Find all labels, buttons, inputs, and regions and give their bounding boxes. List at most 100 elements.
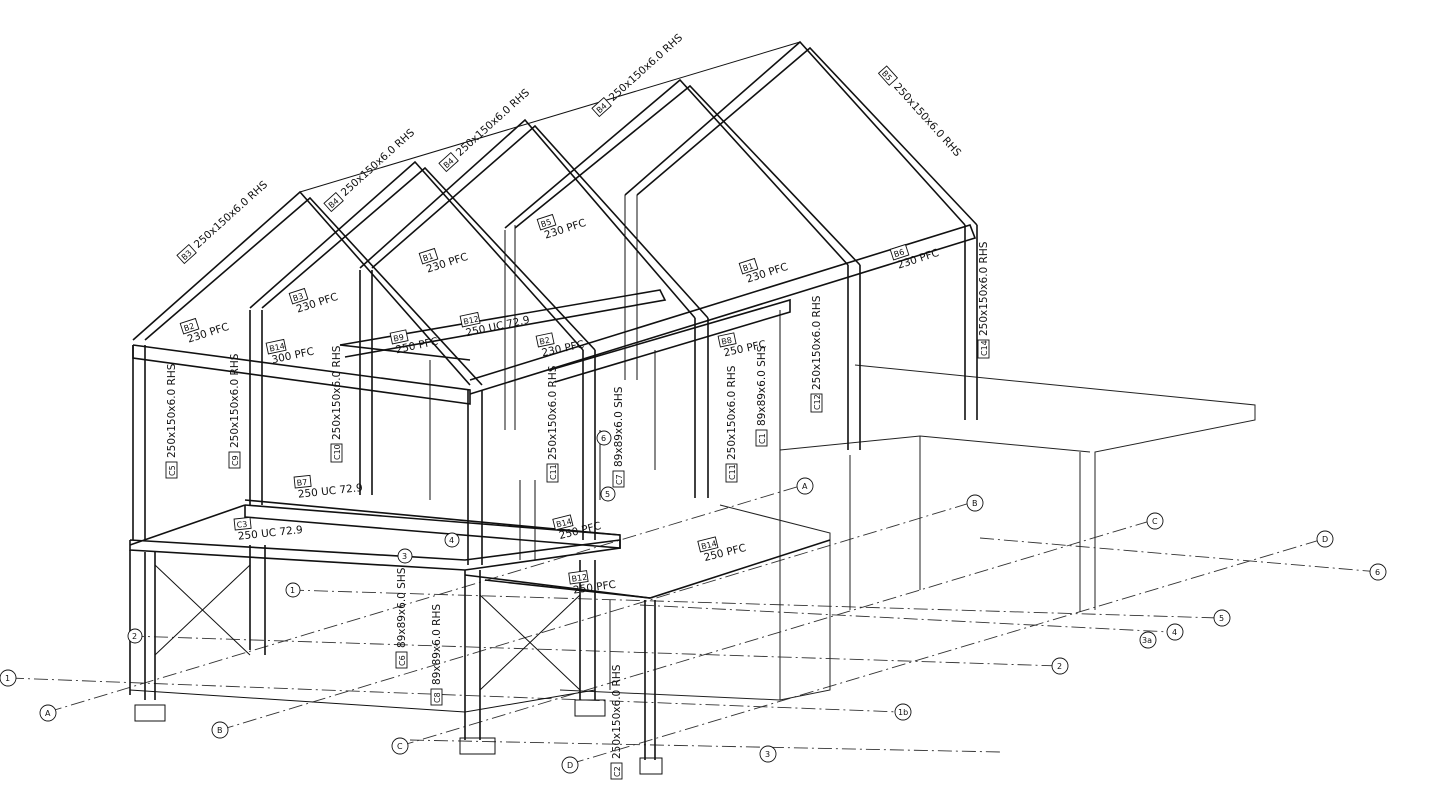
member-label: C11 250x150x6.0 RHS: [725, 365, 738, 483]
svg-text:B9: B9: [393, 333, 405, 344]
svg-text:C5: C5: [168, 465, 177, 476]
svg-text:4: 4: [1172, 628, 1177, 637]
svg-text:C8: C8: [433, 692, 442, 703]
grid-bubble: 2: [1051, 657, 1069, 675]
svg-text:2: 2: [132, 632, 137, 641]
grid-bubble: 6: [1369, 563, 1387, 581]
grid-bubble: B: [211, 721, 229, 739]
grid-bubble: 3a: [1139, 631, 1157, 649]
member-label: C2 250x150x6.0 RHS: [610, 664, 623, 780]
svg-text:B14: B14: [269, 341, 286, 353]
grid-bubble: 1b: [894, 703, 912, 721]
member-label: C12 250x150x6.0 RHS: [810, 295, 823, 413]
member-label: C10 250x150x6.0 RHS: [330, 345, 343, 463]
member-label: C14 250x150x6.0 RHS: [977, 241, 990, 359]
slab-outlines: [559, 364, 1256, 701]
svg-text:C11: C11: [728, 464, 737, 480]
svg-text:250x150x6.0 RHS: 250x150x6.0 RHS: [166, 363, 178, 458]
grid-bubble: 3: [397, 548, 413, 564]
svg-text:B6: B6: [893, 247, 906, 259]
svg-text:B: B: [972, 499, 978, 508]
svg-text:B7: B7: [296, 478, 307, 488]
svg-text:C11: C11: [549, 464, 558, 480]
grid-bubble: 3: [759, 745, 777, 763]
svg-text:C6: C6: [398, 655, 407, 666]
svg-text:3: 3: [402, 552, 407, 561]
upper-frame: [132, 195, 978, 565]
member-label: C7 89x89x6.0 SHS: [612, 386, 625, 488]
grid-bubble: 5: [1213, 609, 1231, 627]
svg-text:B12: B12: [571, 573, 588, 584]
svg-text:3a: 3a: [1142, 636, 1152, 645]
svg-text:250x150x6.0 RHS: 250x150x6.0 RHS: [229, 353, 241, 448]
svg-text:B14: B14: [700, 539, 717, 552]
svg-text:250x150x6.0 RHS: 250x150x6.0 RHS: [726, 365, 738, 460]
svg-text:C12: C12: [813, 394, 822, 410]
grid-bubble: 4: [444, 532, 460, 548]
grid-bubble: 4: [1166, 623, 1184, 641]
svg-text:B5: B5: [540, 217, 553, 229]
svg-text:250x150x6.0 RHS: 250x150x6.0 RHS: [978, 241, 990, 336]
svg-text:250x150x6.0 RHS: 250x150x6.0 RHS: [611, 664, 623, 759]
grid-bubble: A: [39, 704, 57, 722]
svg-text:C: C: [397, 742, 403, 751]
grid-bubble: C: [391, 737, 409, 755]
svg-text:B1: B1: [742, 261, 755, 273]
svg-text:C14: C14: [980, 340, 989, 356]
svg-text:B2: B2: [539, 336, 551, 347]
grid-bubble: D: [1316, 530, 1334, 548]
svg-text:C10: C10: [333, 444, 342, 460]
roof-rafters: [132, 40, 978, 386]
svg-text:B2: B2: [183, 321, 196, 333]
svg-text:B3: B3: [292, 291, 305, 303]
svg-text:C: C: [1152, 517, 1158, 526]
svg-text:4: 4: [449, 536, 454, 545]
svg-text:C7: C7: [615, 474, 624, 485]
svg-text:C2: C2: [613, 766, 622, 777]
svg-text:250x150x6.0 RHS: 250x150x6.0 RHS: [547, 365, 559, 460]
svg-text:2: 2: [1057, 662, 1062, 671]
svg-text:89x89x6.0 RHS: 89x89x6.0 RHS: [431, 604, 443, 685]
svg-text:B8: B8: [721, 336, 733, 347]
svg-text:5: 5: [1219, 614, 1224, 623]
svg-text:250x150x6.0 RHS: 250x150x6.0 RHS: [811, 295, 823, 390]
svg-text:3: 3: [765, 750, 770, 759]
grid-bubble: A: [796, 477, 814, 495]
grid-bubble: D: [561, 756, 579, 774]
member-label: C8 89x89x6.0 RHS: [430, 604, 443, 706]
svg-text:89x89x6.0 SHS: 89x89x6.0 SHS: [396, 567, 408, 648]
svg-text:250x150x6.0 RHS: 250x150x6.0 RHS: [339, 127, 417, 199]
member-label: C11 250x150x6.0 RHS: [546, 365, 559, 483]
svg-text:250 PFC: 250 PFC: [572, 579, 616, 597]
svg-text:B: B: [217, 726, 223, 735]
grid-bubble: 2: [127, 628, 143, 644]
grid-bubbles: A B C D 1 2 3 4 5 6 A B C D 1 2 3 4 5 6 …: [0, 430, 1387, 774]
grid-bubble: 1: [285, 582, 301, 598]
svg-text:A: A: [802, 482, 808, 491]
member-label: C5 250x150x6.0 RHS: [165, 363, 178, 479]
svg-text:250x150x6.0 RHS: 250x150x6.0 RHS: [331, 345, 343, 440]
svg-text:89x89x6.0 SHS: 89x89x6.0 SHS: [756, 345, 768, 426]
svg-text:89x89x6.0 SHS: 89x89x6.0 SHS: [613, 386, 625, 467]
grid-bubble: 1: [0, 669, 17, 687]
svg-text:D: D: [1322, 535, 1328, 544]
svg-text:A: A: [45, 709, 51, 718]
svg-text:C3: C3: [236, 520, 248, 530]
svg-text:B14: B14: [555, 517, 572, 530]
svg-text:250x150x6.0 RHS: 250x150x6.0 RHS: [607, 32, 685, 104]
